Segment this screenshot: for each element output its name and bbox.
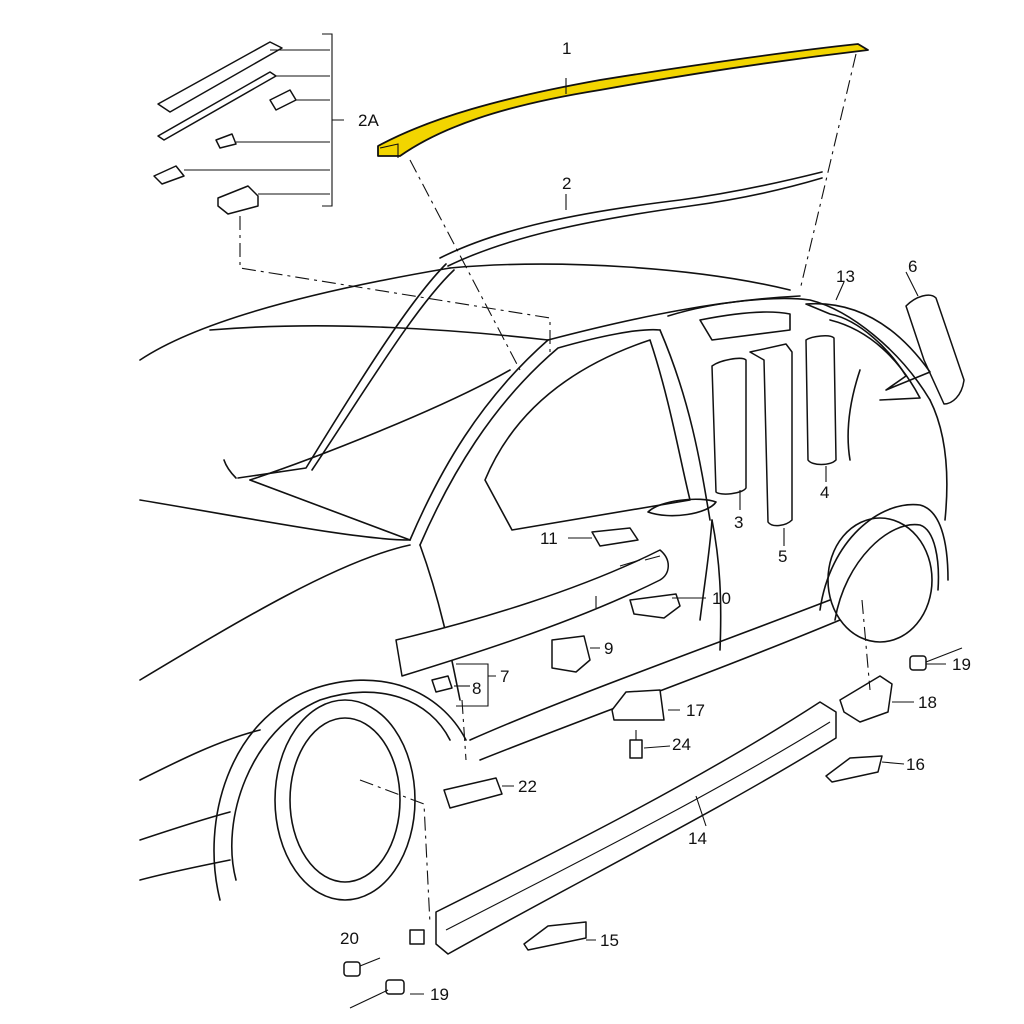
bracket-part-18[interactable] [839,675,893,723]
clip-part-11[interactable] [591,527,639,547]
label-17: 17 [686,701,705,720]
label-10: 10 [712,589,731,608]
roof-rail-part-2[interactable] [237,171,823,479]
label-20: 20 [340,929,359,948]
label-4: 4 [820,483,829,502]
car-body [139,263,949,901]
bracket-part-9[interactable] [551,635,591,673]
bracket-part-17[interactable] [611,689,665,721]
pin-part-19[interactable] [349,647,963,1009]
door-seals[interactable] [711,335,837,527]
screw-part-20[interactable] [343,929,425,977]
clip-part-8[interactable] [431,675,453,693]
part-labels: 1 2 2A 3 4 5 6 7 8 9 10 11 13 14 15 16 1… [340,39,971,1004]
label-19-top: 19 [952,655,971,674]
label-1: 1 [562,39,571,58]
label-2a: 2A [358,111,379,130]
label-3: 3 [734,513,743,532]
bracket-part-22[interactable] [443,777,503,809]
label-9: 9 [604,639,613,658]
roof-trim-part-1[interactable] [377,43,869,158]
trim-part-6[interactable] [905,294,965,405]
label-8: 8 [472,679,481,698]
label-24: 24 [672,735,691,754]
label-19-bottom: 19 [430,985,449,1004]
window-molding-part-13[interactable] [805,302,931,391]
bracket-part-15[interactable] [523,921,587,951]
label-14: 14 [688,829,707,848]
clip-group-2a[interactable] [153,33,344,215]
label-15: 15 [600,931,619,950]
label-6: 6 [908,257,917,276]
bracket-part-16[interactable] [825,755,883,783]
label-16: 16 [906,755,925,774]
label-2: 2 [562,174,571,193]
label-22: 22 [518,777,537,796]
label-18: 18 [918,693,937,712]
label-5: 5 [778,547,787,566]
door-molding-part-7[interactable] [395,549,669,677]
screw-part-24[interactable] [629,730,643,759]
leader-lines [239,53,946,995]
bracket-part-10[interactable] [629,593,681,619]
label-11: 11 [540,529,558,548]
label-7: 7 [500,667,509,686]
label-13: 13 [836,267,855,286]
sill-panel-part-14[interactable] [435,701,837,955]
